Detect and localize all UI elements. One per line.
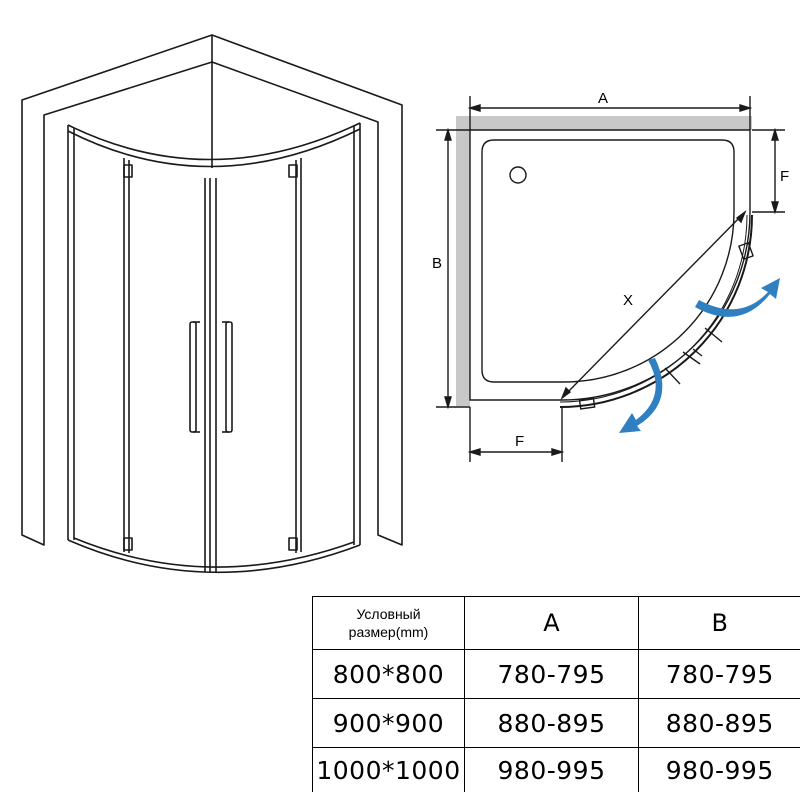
header-b: B — [638, 596, 800, 650]
cell-b: 880-895 — [638, 698, 800, 748]
top-rail — [67, 122, 361, 545]
table-row: 1000*1000 980-995 980-995 — [312, 747, 800, 792]
label-x: X — [623, 292, 633, 309]
drain-icon — [509, 166, 527, 184]
door-handles — [189, 321, 233, 433]
label-b: B — [432, 255, 442, 272]
glass-panels — [123, 158, 302, 572]
cell-a: 980-995 — [464, 747, 639, 792]
tray-inner — [481, 139, 735, 383]
cell-size: 800*800 — [312, 649, 465, 699]
cell-b: 980-995 — [638, 747, 800, 792]
size-table: Условный размер(mm) A B 800*800 780-795 … — [312, 596, 800, 792]
table-row: 900*900 880-895 880-895 — [312, 698, 800, 748]
cell-a: 780-795 — [464, 649, 639, 699]
grey-wall-left — [456, 116, 470, 406]
shower-cabin-illustration — [21, 34, 403, 574]
cell-size: 900*900 — [312, 698, 465, 748]
door-swing-arrows — [619, 278, 780, 433]
header-size-line2: размер(mm) — [348, 624, 429, 640]
label-a: A — [598, 90, 608, 107]
table-header-row: Условный размер(mm) A B — [312, 596, 800, 650]
cell-size: 1000*1000 — [312, 747, 465, 792]
cell-b: 780-795 — [638, 649, 800, 699]
plan-view-diagram: A B F F X — [432, 90, 789, 462]
header-size: Условный размер(mm) — [312, 596, 465, 650]
label-f-top: F — [780, 168, 789, 185]
bottom-rail — [67, 537, 361, 574]
cell-a: 880-895 — [464, 698, 639, 748]
table-row: 800*800 780-795 780-795 — [312, 649, 800, 699]
header-a: A — [464, 596, 639, 650]
header-size-line1: Условный — [356, 606, 421, 622]
grey-wall-top — [456, 116, 752, 130]
corner-walls — [21, 34, 403, 546]
label-f-bottom: F — [515, 433, 524, 450]
